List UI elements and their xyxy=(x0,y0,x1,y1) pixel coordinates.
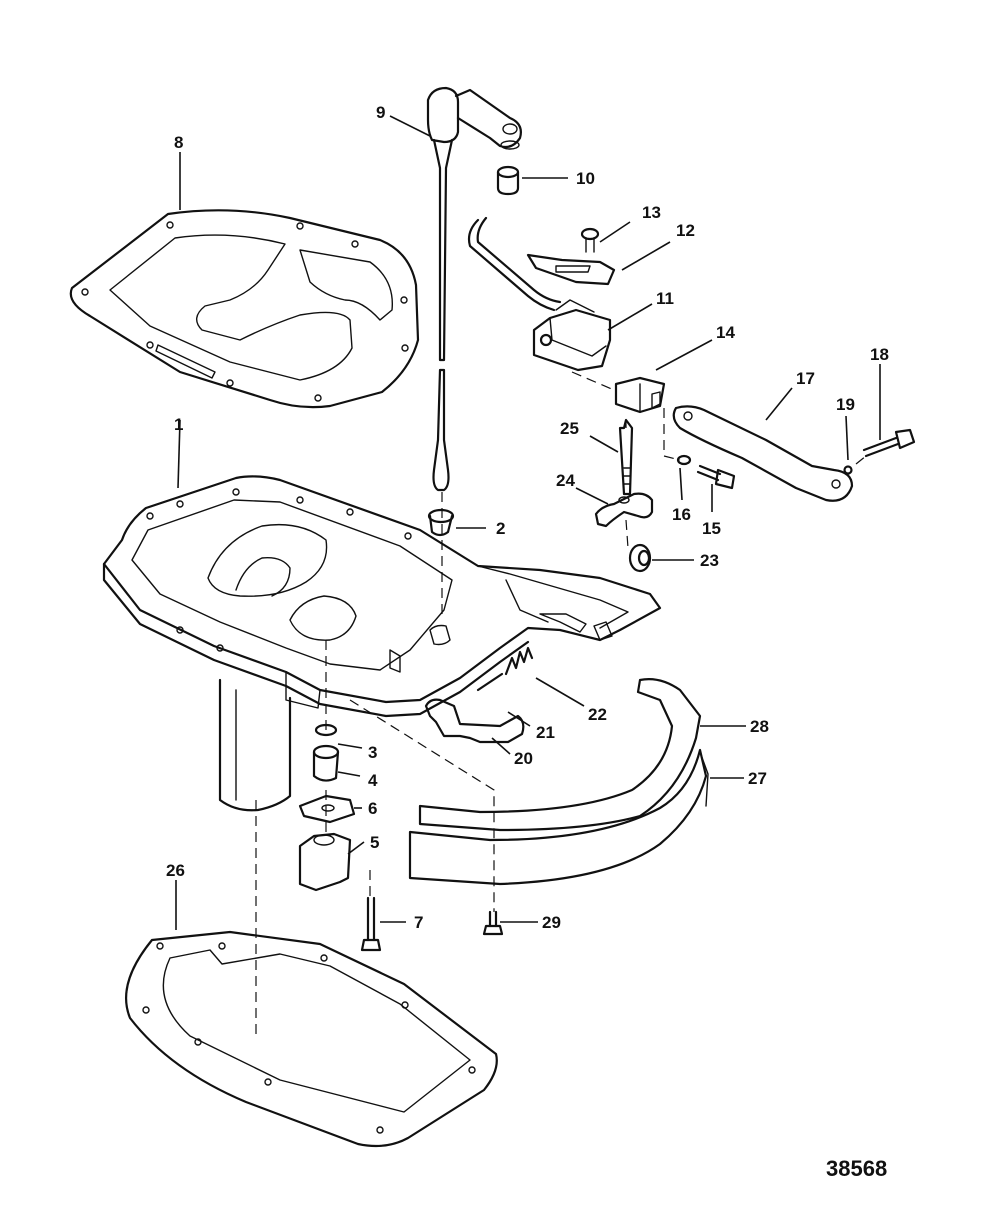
part-1-adaptor-plate xyxy=(102,475,662,812)
leader-lines xyxy=(175,115,881,930)
callout-14: 14 xyxy=(716,323,735,342)
callout-15: 15 xyxy=(702,519,721,538)
part-11-shift-bracket xyxy=(467,216,612,372)
part-20-shift-rod xyxy=(424,698,525,744)
part-22-spring xyxy=(504,646,534,676)
part-13-screw xyxy=(580,227,600,253)
part-15-bolt xyxy=(696,464,736,490)
callout-18: 18 xyxy=(870,345,889,364)
part-23-bushing xyxy=(628,543,652,573)
callout-9: 9 xyxy=(376,103,385,122)
callout-4: 4 xyxy=(368,771,378,790)
callout-19: 19 xyxy=(836,395,855,414)
part-18-bolt xyxy=(862,428,916,458)
callout-10: 10 xyxy=(576,169,595,188)
callout-16: 16 xyxy=(672,505,691,524)
part-19-washer xyxy=(843,465,853,475)
part-5-bearing-housing xyxy=(298,832,352,892)
callout-labels: 1 2 3 4 5 6 7 8 9 10 11 12 13 14 15 16 1… xyxy=(166,103,889,932)
part-9-shift-shaft xyxy=(426,86,522,492)
callout-29: 29 xyxy=(542,913,561,932)
part-4-bushing xyxy=(312,744,340,782)
part-6-retainer-plate xyxy=(298,794,356,824)
callout-12: 12 xyxy=(676,221,695,240)
callout-8: 8 xyxy=(174,133,183,152)
part-2-bushing xyxy=(427,508,455,537)
part-16-washer xyxy=(676,454,692,466)
alignment-lines xyxy=(255,371,867,1040)
drawing-number: 38568 xyxy=(826,1156,887,1181)
part-28-seal xyxy=(418,678,702,832)
part-29-screw xyxy=(482,910,504,936)
callout-28: 28 xyxy=(750,717,769,736)
callout-21: 21 xyxy=(536,723,555,742)
part-10-bushing xyxy=(496,165,520,196)
callout-11: 11 xyxy=(656,289,674,308)
callout-25: 25 xyxy=(560,419,579,438)
callout-27: 27 xyxy=(748,769,767,788)
part-24-clamp xyxy=(594,492,654,528)
callout-1: 1 xyxy=(174,415,183,434)
callout-20: 20 xyxy=(514,749,533,768)
part-17-link-arm xyxy=(672,405,854,502)
part-25-bolt xyxy=(618,418,634,496)
callout-26: 26 xyxy=(166,861,185,880)
part-26-lower-gasket xyxy=(125,930,498,1148)
callout-23: 23 xyxy=(700,551,719,570)
callout-22: 22 xyxy=(588,705,607,724)
callout-24: 24 xyxy=(556,471,575,490)
part-12-plate xyxy=(526,253,616,286)
callout-2: 2 xyxy=(496,519,505,538)
part-14-slide-block xyxy=(614,376,666,414)
callout-6: 6 xyxy=(368,799,377,818)
part-27-trim xyxy=(408,748,709,886)
part-21-pin xyxy=(476,672,504,692)
callout-17: 17 xyxy=(796,369,815,388)
callout-7: 7 xyxy=(414,913,423,932)
callout-13: 13 xyxy=(642,203,661,222)
part-8-upper-gasket xyxy=(69,209,420,409)
callout-5: 5 xyxy=(370,833,379,852)
part-7-bolt xyxy=(360,896,382,952)
callout-3: 3 xyxy=(368,743,377,762)
